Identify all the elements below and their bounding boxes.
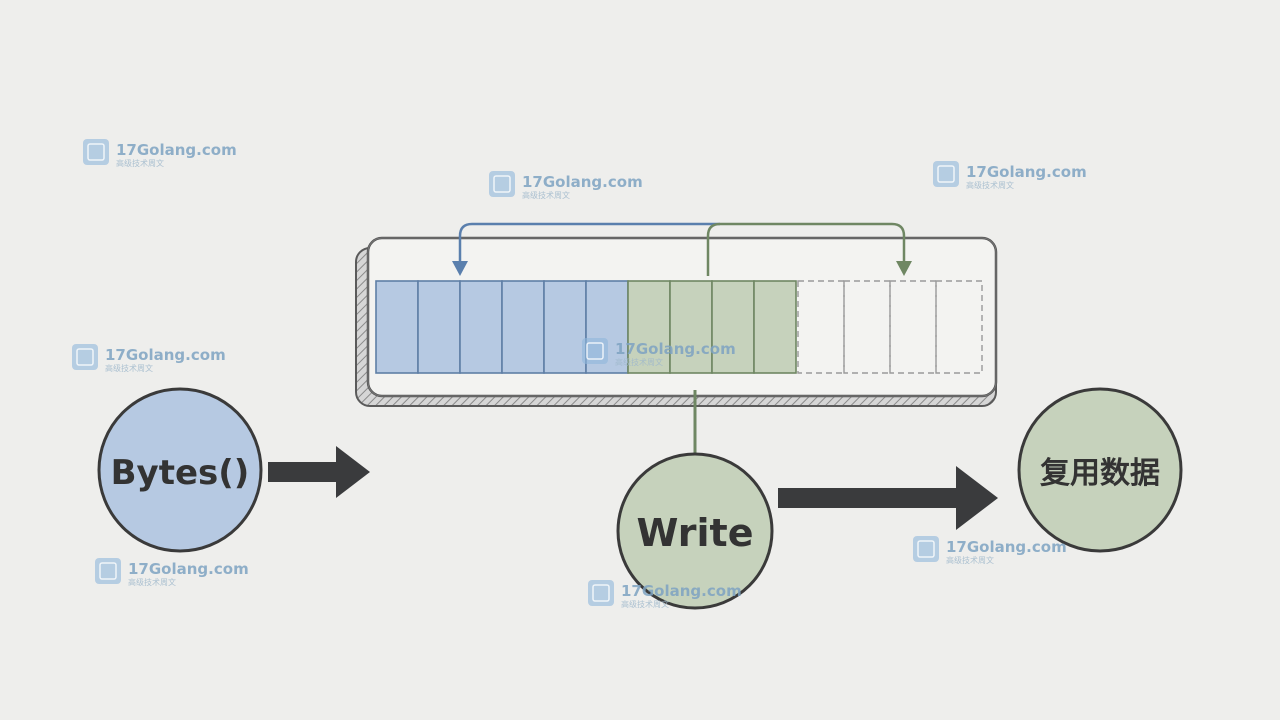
written-cell xyxy=(753,280,797,374)
reuse-node: 复用数据 xyxy=(1017,387,1183,553)
bytes-thick-arrow xyxy=(268,446,370,498)
watermark-title: 17Golang.com xyxy=(105,346,226,364)
watermark-subtitle: 高级技术周文 xyxy=(621,599,669,609)
written-cell xyxy=(669,280,713,374)
globe-icon xyxy=(95,558,121,584)
watermark-title: 17Golang.com xyxy=(522,173,643,191)
watermark-title: 17Golang.com xyxy=(128,560,249,578)
used-cell xyxy=(501,280,545,374)
empty-cells-group xyxy=(797,280,983,374)
watermark-icon-detail xyxy=(592,584,610,602)
reuse-node-label: 复用数据 xyxy=(1040,456,1160,491)
buffer-frame-inner xyxy=(367,237,997,397)
written-cell xyxy=(711,280,755,374)
used-cells-group xyxy=(375,280,629,374)
blue-reset-arrow xyxy=(452,222,720,276)
watermark-icon-detail xyxy=(493,175,511,193)
bytes-node: Bytes() xyxy=(97,387,263,553)
watermark-subtitle: 高级技术周文 xyxy=(615,357,663,367)
blue-arrow-head xyxy=(452,261,468,276)
bytes-node-circle xyxy=(97,387,263,553)
watermark-icon-detail xyxy=(87,143,105,161)
written-cells-group xyxy=(627,280,797,374)
used-cell xyxy=(417,280,461,374)
watermark-title: 17Golang.com xyxy=(621,582,742,600)
watermark-icon-detail xyxy=(76,348,94,366)
globe-icon xyxy=(72,344,98,370)
watermark-icon-detail xyxy=(99,562,117,580)
watermark-icon-detail xyxy=(937,165,955,183)
blue-arrow-path xyxy=(458,222,720,262)
watermark-title: 17Golang.com xyxy=(116,141,237,159)
watermark-subtitle: 高级技术周文 xyxy=(966,180,1014,190)
write-arrow-head xyxy=(956,466,998,530)
globe-icon xyxy=(489,171,515,197)
watermark-title: 17Golang.com xyxy=(966,163,1087,181)
watermark-layer: 17Golang.com高级技术周文17Golang.com高级技术周文17Go… xyxy=(72,139,1087,609)
bytes-node-label: Bytes() xyxy=(111,453,250,493)
globe-icon xyxy=(933,161,959,187)
globe-icon xyxy=(83,139,109,165)
globe-icon xyxy=(588,580,614,606)
bytes-arrow-head xyxy=(336,446,370,498)
empty-cell xyxy=(935,280,983,374)
reuse-node-circle xyxy=(1017,387,1183,553)
globe-icon xyxy=(913,536,939,562)
watermark-subtitle: 高级技术周文 xyxy=(128,577,176,587)
write-thick-arrow xyxy=(778,466,998,530)
write-node-circle xyxy=(616,452,774,610)
watermark-title: 17Golang.com xyxy=(946,538,1067,556)
watermark-icon-detail xyxy=(586,342,604,360)
written-cell xyxy=(627,280,671,374)
watermark-title: 17Golang.com xyxy=(615,340,736,358)
write-node: Write xyxy=(616,452,774,610)
used-cell xyxy=(459,280,503,374)
watermark-subtitle: 高级技术周文 xyxy=(105,363,153,373)
watermark-subtitle: 高级技术周文 xyxy=(116,158,164,168)
green-advance-arrow xyxy=(706,222,912,276)
used-cell xyxy=(375,280,419,374)
watermark-subtitle: 高级技术周文 xyxy=(946,555,994,565)
write-arrow-shaft xyxy=(778,488,962,508)
globe-icon xyxy=(582,338,608,364)
green-arrow-head xyxy=(896,261,912,276)
watermark-icon-detail xyxy=(917,540,935,558)
green-arrow-path xyxy=(706,222,906,276)
bytes-arrow-shaft xyxy=(268,462,342,482)
used-cell xyxy=(543,280,587,374)
watermark-subtitle: 高级技术周文 xyxy=(522,190,570,200)
write-node-label: Write xyxy=(637,511,754,555)
